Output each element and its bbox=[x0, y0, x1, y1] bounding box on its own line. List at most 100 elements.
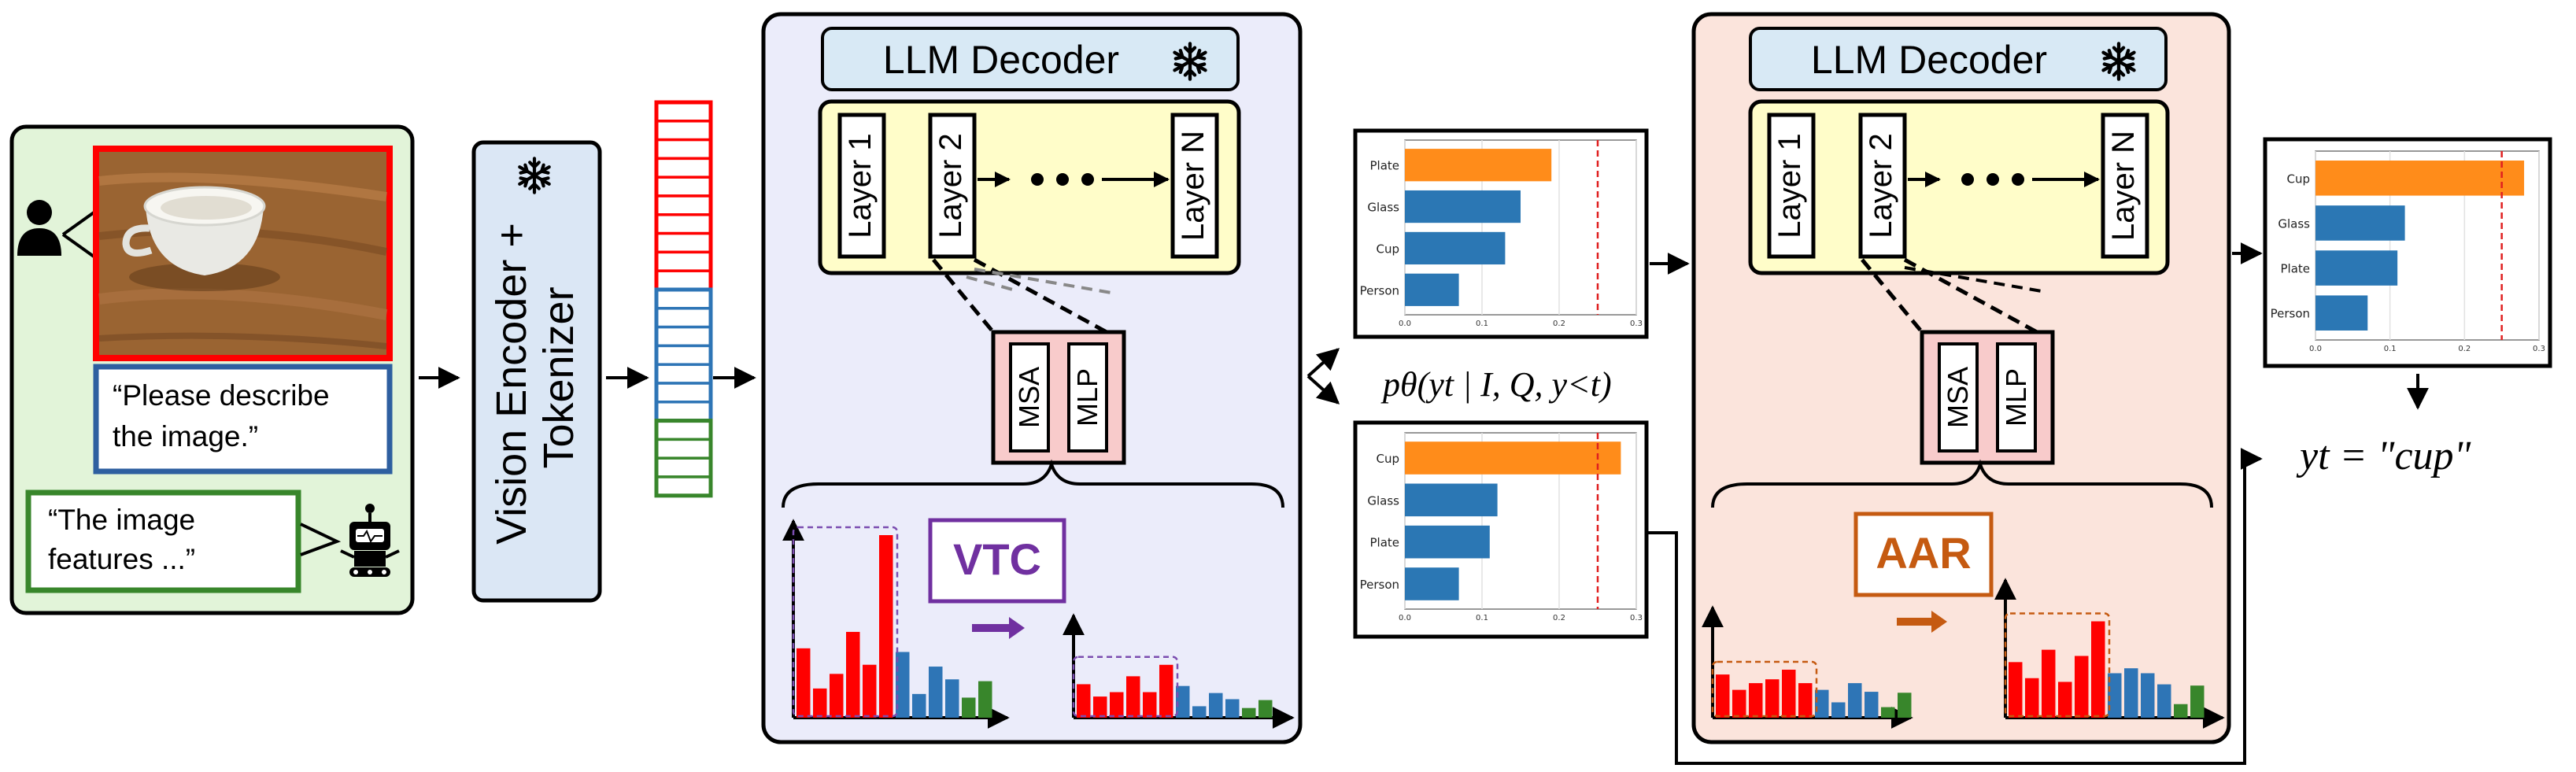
mlp-label: MLP bbox=[1071, 368, 1103, 427]
image-token bbox=[655, 138, 712, 161]
final-output: yt = "cup" bbox=[2296, 434, 2472, 478]
image-token bbox=[655, 120, 712, 142]
svg-text:Layer 2: Layer 2 bbox=[1864, 133, 1898, 238]
image-token-bar bbox=[830, 674, 844, 718]
image-token-bar bbox=[846, 631, 860, 718]
output-token-bar bbox=[962, 697, 976, 718]
image-token-bar bbox=[1143, 692, 1157, 718]
output-token bbox=[655, 419, 712, 441]
response-text: “The image features ...” bbox=[48, 504, 203, 575]
svg-text:Layer N: Layer N bbox=[2106, 131, 2141, 241]
arrow-bypass-to-output bbox=[1648, 448, 2263, 765]
tick-label: 0.2 bbox=[1553, 320, 1565, 328]
category-label: Cup bbox=[1376, 452, 1399, 466]
layer-1: Layer 1 bbox=[837, 113, 886, 259]
image-token-region bbox=[792, 526, 899, 718]
token-sequence bbox=[654, 100, 713, 498]
bar-person bbox=[2315, 295, 2368, 331]
image-token-bar bbox=[1798, 683, 1813, 718]
output-token-bar bbox=[1881, 707, 1895, 718]
category-label: Cup bbox=[2286, 172, 2310, 186]
text-token-bar bbox=[1815, 689, 1829, 718]
image-token bbox=[655, 101, 712, 123]
text-token-bar bbox=[1192, 706, 1207, 718]
bar-plate bbox=[2315, 250, 2398, 286]
text-token-bar bbox=[1209, 693, 1223, 718]
tick-label: 0.0 bbox=[2309, 345, 2322, 353]
image-token-bar bbox=[2009, 662, 2023, 718]
image-token-bar bbox=[1159, 664, 1173, 718]
bar-person bbox=[1405, 567, 1459, 600]
bar-cup bbox=[1405, 231, 1506, 265]
vision-encoder: Vision Encoder + Tokenizer bbox=[471, 140, 602, 603]
image-token-bar bbox=[2075, 656, 2089, 718]
split-arrow bbox=[1306, 348, 1340, 404]
text-token-bar bbox=[2124, 668, 2138, 718]
image-token-bar bbox=[1716, 674, 1730, 718]
text-token bbox=[655, 307, 712, 329]
output-token-bar bbox=[2174, 704, 2188, 718]
output-token-bar bbox=[1898, 693, 1912, 718]
tick-label: 0.1 bbox=[1476, 320, 1488, 328]
output-token-bar bbox=[1242, 707, 1256, 718]
layer-1: Layer 1 bbox=[1767, 113, 1816, 259]
category-label: Person bbox=[2271, 307, 2310, 321]
output-token bbox=[655, 475, 712, 497]
robot-icon bbox=[340, 504, 400, 577]
encoder-label: Vision Encoder + Tokenizer bbox=[488, 211, 582, 545]
category-label: Plate bbox=[1369, 159, 1399, 173]
image-token-bar bbox=[2091, 621, 2105, 718]
text-token-bar bbox=[1848, 683, 1862, 718]
prompt-box bbox=[93, 364, 393, 475]
category-label: Cup bbox=[1376, 242, 1399, 256]
bar-plate bbox=[1405, 525, 1490, 559]
tick-label: 0.0 bbox=[1399, 614, 1411, 622]
input-panel: “Please describe the image.” “The image … bbox=[9, 124, 415, 615]
prompt-text: “Please describe the image.” bbox=[113, 379, 338, 452]
image-token-bar bbox=[1732, 689, 1746, 718]
image-token-bar bbox=[879, 535, 893, 718]
tick-label: 0.3 bbox=[1630, 614, 1643, 622]
tick-label: 0.3 bbox=[2533, 345, 2545, 353]
bar-glass bbox=[1405, 190, 1521, 223]
category-label: Plate bbox=[1369, 536, 1399, 550]
text-token-bar bbox=[945, 679, 959, 718]
layer-n: Layer N bbox=[2101, 113, 2149, 259]
image-token-bar bbox=[2042, 649, 2056, 718]
left-decoder-block: LLM Decoder Layer 1 Layer 2 Layer N MSA … bbox=[761, 12, 1303, 744]
text-token-bar bbox=[2141, 673, 2155, 718]
aar-label: AAR bbox=[1876, 528, 1971, 578]
image-token-bar bbox=[1765, 679, 1780, 718]
text-token bbox=[655, 401, 712, 423]
category-label: Person bbox=[1360, 578, 1399, 592]
category-label: Plate bbox=[2280, 262, 2310, 276]
svg-text:Layer 1: Layer 1 bbox=[843, 133, 878, 238]
output-token-group bbox=[654, 419, 713, 498]
attention-histogram-vtc-after bbox=[1063, 613, 1295, 729]
output-token bbox=[655, 438, 712, 460]
text-token bbox=[655, 288, 712, 310]
image-token bbox=[655, 231, 712, 254]
text-token-bar bbox=[1831, 702, 1846, 718]
image-token bbox=[655, 250, 712, 272]
attention-histogram-aar-before bbox=[1702, 605, 1913, 729]
image-token-bar bbox=[2025, 678, 2039, 718]
category-label: Glass bbox=[2278, 216, 2310, 231]
image-token-bar bbox=[1749, 683, 1763, 718]
text-token-bar bbox=[896, 652, 910, 718]
image-token-region bbox=[2004, 612, 2111, 718]
svg-text:Layer N: Layer N bbox=[1176, 131, 1210, 241]
image-token bbox=[655, 157, 712, 179]
text-token bbox=[655, 344, 712, 366]
category-label: Glass bbox=[1367, 201, 1399, 215]
tick-label: 0.3 bbox=[1630, 320, 1643, 328]
text-token bbox=[655, 325, 712, 348]
image-token-bar bbox=[1110, 692, 1124, 718]
text-token-bar bbox=[929, 667, 943, 718]
tick-label: 0.1 bbox=[2384, 345, 2397, 353]
bar-cup bbox=[1405, 441, 1621, 475]
attention-histogram-vtc-before bbox=[782, 519, 1010, 729]
tick-label: 0.1 bbox=[1476, 614, 1488, 622]
